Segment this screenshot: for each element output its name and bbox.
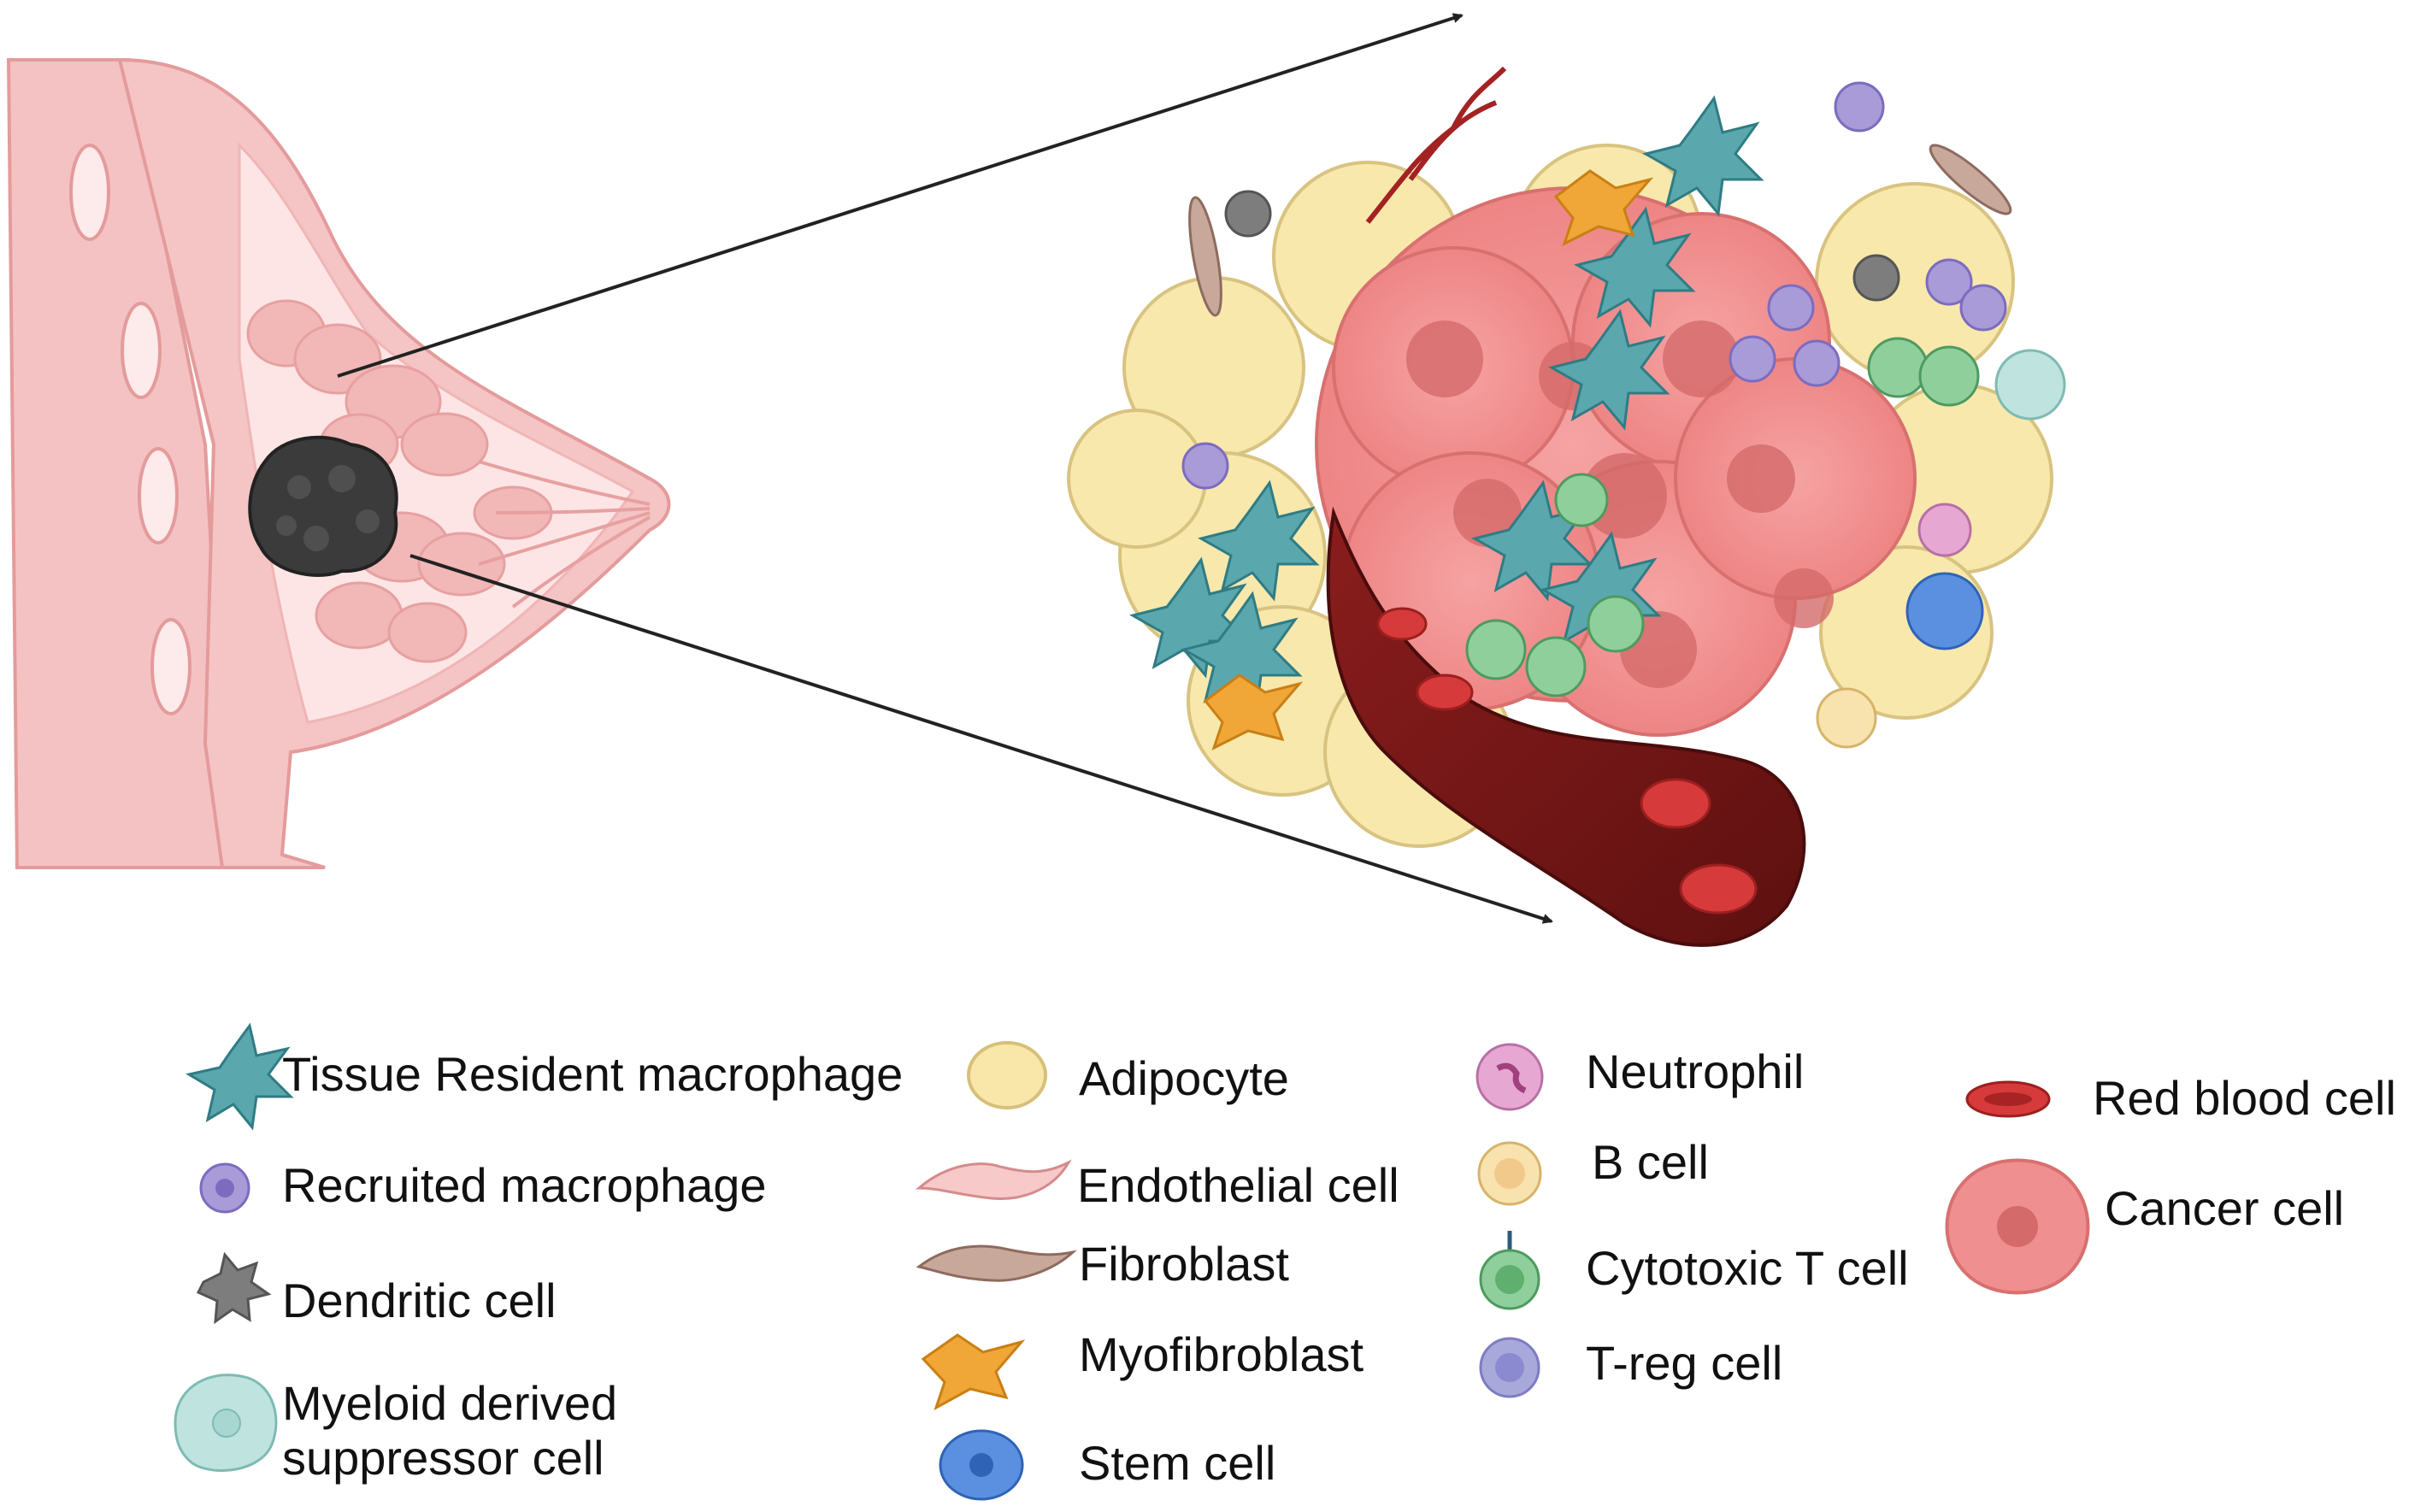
- legend-item-endothelial-cell: Endothelial cell: [1077, 1158, 1399, 1213]
- tumor-cluster: [1067, 66, 2066, 947]
- legend-item-red-blood-cell: Red blood cell: [2093, 1071, 2396, 1126]
- tissue-resident-macrophage-icon: [186, 1022, 294, 1131]
- breast-tumor: [248, 435, 398, 577]
- legend-item-dendritic-cell: Dendritic cell: [282, 1274, 557, 1328]
- myofibroblasts-scene: [1203, 169, 1654, 750]
- legend-item-b-cell: B cell: [1592, 1135, 1709, 1190]
- vessel-rbcs: [1376, 607, 1758, 915]
- rib-sections: [69, 144, 191, 715]
- myofibroblast-icon: [921, 1333, 1026, 1411]
- legend-icons: [174, 1022, 2090, 1501]
- stem-cell-scene: [1905, 572, 1984, 650]
- legend-label: Cytotoxic T cell: [1586, 1241, 1909, 1295]
- cytotoxic-t-cell-icon: [1479, 1231, 1540, 1310]
- arrow-upper: [337, 13, 1464, 378]
- legend-item-fibroblast: Fibroblast: [1079, 1237, 1289, 1291]
- legend-label: Cancer cell: [2105, 1181, 2345, 1235]
- legend-label-line2: suppressor cell: [282, 1431, 604, 1486]
- dendritic-cells-scene: [1224, 190, 1900, 302]
- legend-item-neutrophil: Neutrophil: [1586, 1044, 1804, 1099]
- legend-label: Neutrophil: [1586, 1044, 1805, 1098]
- endothelial-cell-icon: [915, 1159, 1072, 1200]
- legend-item-recruited-macrophage: Recruited macrophage: [282, 1158, 767, 1213]
- legend-label: Tissue Resident macrophage: [282, 1047, 904, 1101]
- legend-label: Myofibroblast: [1079, 1327, 1364, 1381]
- t-cells-scene: [1465, 337, 1980, 697]
- bcell-scene: [1816, 687, 1877, 749]
- recruited-macrophages-scene: [1181, 81, 2007, 490]
- legend-label: Fibroblast: [1079, 1237, 1289, 1291]
- legend-label: Recruited macrophage: [282, 1158, 767, 1212]
- dendritic-cell-icon: [196, 1251, 272, 1325]
- fibroblast-icon: [916, 1244, 1077, 1282]
- legend-label: Red blood cell: [2093, 1071, 2396, 1125]
- legend-item-adipocyte: Adipocyte: [1079, 1051, 1289, 1106]
- blood-vessel: [1326, 506, 1806, 947]
- arrow-lower: [409, 554, 1553, 924]
- legend-label: Stem cell: [1079, 1436, 1276, 1490]
- adipocyte-icon: [967, 1041, 1047, 1109]
- legend-label: Endothelial cell: [1077, 1158, 1399, 1212]
- neutrophil-icon: [1475, 1043, 1544, 1111]
- legend-item-stem-cell: Stem cell: [1079, 1436, 1275, 1491]
- legend-label: B cell: [1592, 1135, 1709, 1189]
- tumor-texture: [276, 465, 380, 551]
- neutrophil-scene: [1917, 503, 1972, 557]
- legend-label: Dendritic cell: [282, 1274, 557, 1327]
- legend-item-cytotoxic-t-cell: Cytotoxic T cell: [1586, 1241, 1909, 1296]
- legend-item-tissue-resident-macrophage: Tissue Resident macrophage: [282, 1047, 903, 1102]
- capillary-branch: [1365, 66, 1507, 224]
- legend-label: T-reg cell: [1586, 1336, 1783, 1390]
- fibroblasts-scene: [1188, 144, 2012, 317]
- breast-anatomy: [6, 57, 671, 869]
- legend-item-cancer-cell: Cancer cell: [2105, 1181, 2344, 1236]
- legend-label: Adipocyte: [1079, 1051, 1289, 1105]
- legend-item-myofibroblast: Myofibroblast: [1079, 1327, 1364, 1382]
- legend-item-mdsc: Myeloid derived suppressor cell: [282, 1376, 617, 1486]
- legend-item-treg-cell: T-reg cell: [1586, 1336, 1782, 1391]
- mdsc-scene: [1994, 349, 2066, 421]
- legend-label-line1: Myeloid derived: [282, 1376, 618, 1430]
- tissue-resident-macrophages: [1129, 95, 1764, 713]
